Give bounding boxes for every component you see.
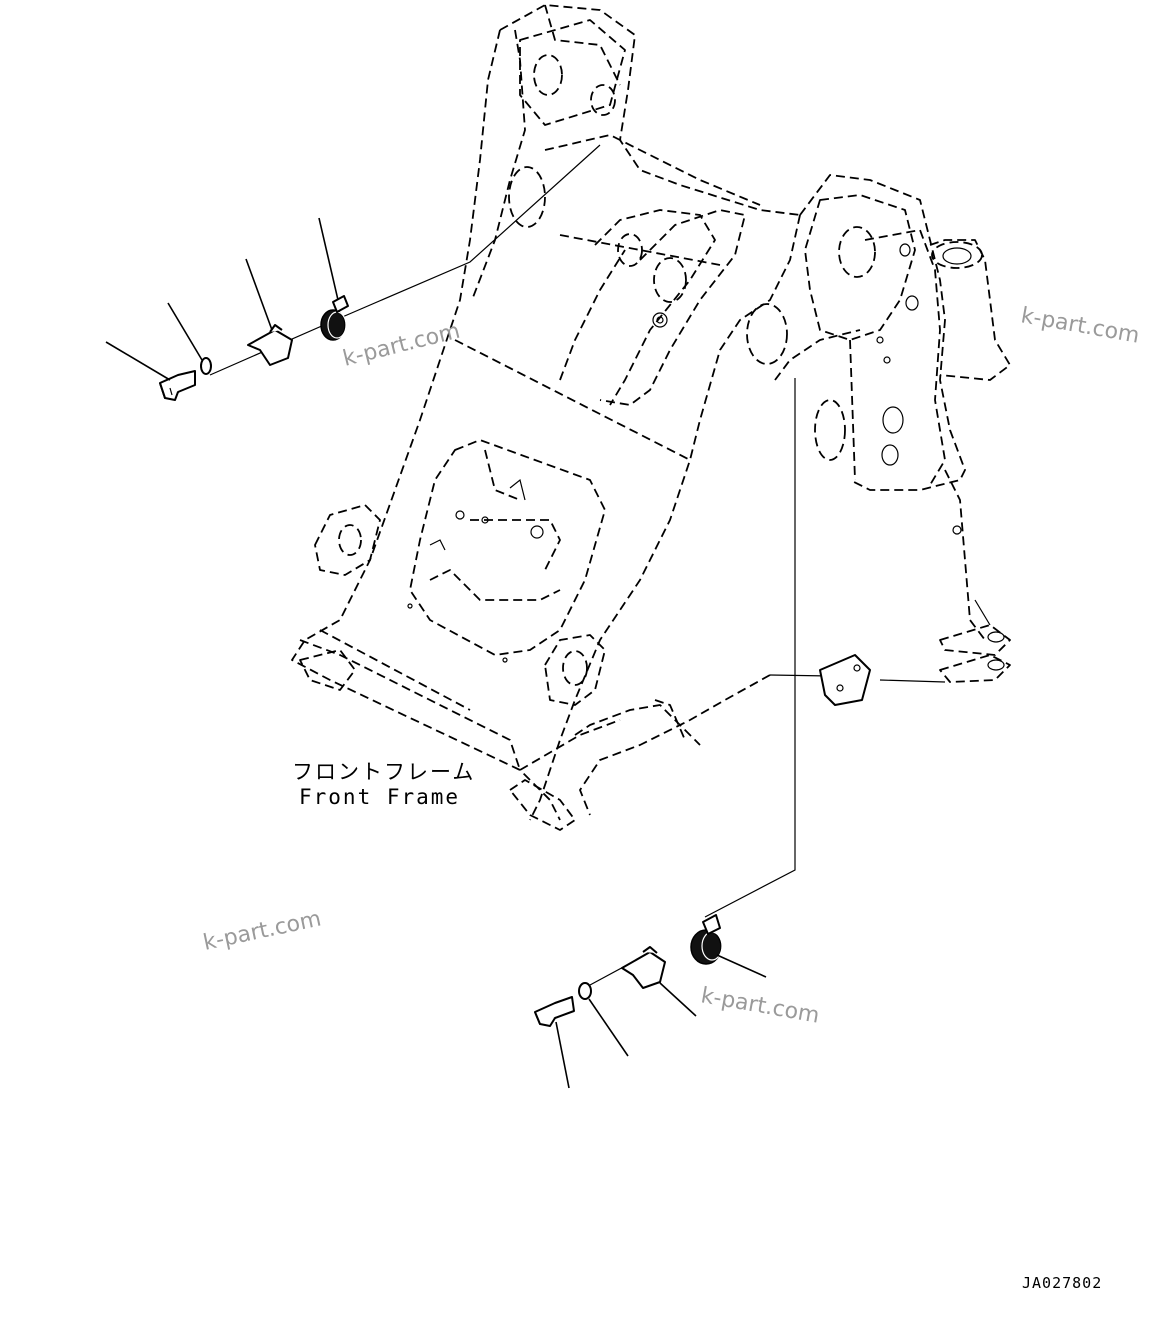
drawing-code: JA027802 <box>1022 1274 1102 1292</box>
frame-label-en: Front Frame <box>299 785 460 809</box>
watermark-3: k-part.com <box>201 907 323 956</box>
frame-label-jp: フロントフレーム <box>292 760 475 784</box>
watermark-4: k-part.com <box>699 983 821 1028</box>
leader-lamp-lower <box>716 954 767 978</box>
bolt-upper <box>159 370 196 401</box>
bolt-lower <box>534 996 575 1027</box>
leader-washer-upper <box>167 302 203 361</box>
leader-washer-lower <box>588 998 629 1057</box>
leader-lamp-upper <box>318 217 339 301</box>
leader-bolt-upper <box>105 341 171 381</box>
bracket-lower <box>621 946 666 989</box>
leader-bracket-upper <box>245 258 273 331</box>
watermark-1: k-part.com <box>340 319 462 372</box>
leader-bracket-lower <box>659 982 697 1017</box>
bracket-upper <box>247 324 293 366</box>
washer-lower <box>578 982 592 1000</box>
lamp-upper <box>320 295 349 341</box>
lower-part-group <box>534 914 767 1089</box>
watermark-2: k-part.com <box>1019 303 1141 348</box>
upper-part-group <box>105 217 349 401</box>
front-frame <box>291 4 1011 831</box>
lamp-lower <box>690 914 723 965</box>
lower-assembly-axis <box>589 378 871 986</box>
washer-upper <box>200 357 212 375</box>
leader-bolt-lower <box>555 1021 570 1089</box>
